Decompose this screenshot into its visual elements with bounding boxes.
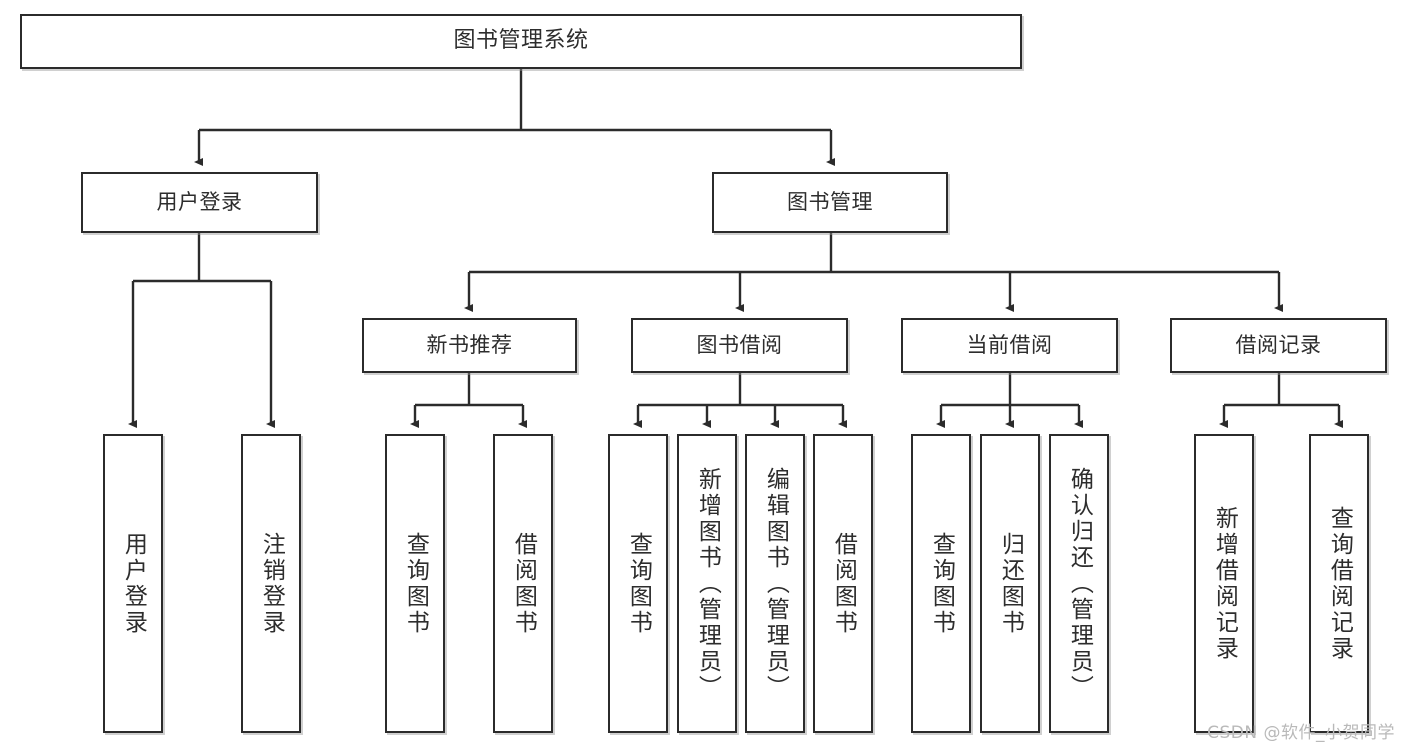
- leaf-recommend-query-book-label: 查询图书: [402, 531, 429, 636]
- node-user-login[interactable]: 用户登录: [81, 172, 318, 233]
- leaf-current-confirm-return-admin-label: 确认归还（管理员）: [1066, 466, 1093, 701]
- node-user-login-label: 用户登录: [156, 189, 243, 214]
- leaf-recommend-query-book[interactable]: 查询图书: [385, 434, 445, 733]
- leaf-record-query-record-label: 查询借阅记录: [1326, 505, 1353, 662]
- leaf-recommend-borrow-book-label: 借阅图书: [510, 531, 537, 636]
- leaf-borrow-borrow-book-label: 借阅图书: [830, 531, 857, 636]
- leaf-record-add-record-label: 新增借阅记录: [1211, 505, 1238, 662]
- leaf-user-login-login[interactable]: 用户登录: [103, 434, 163, 733]
- leaf-record-query-record[interactable]: 查询借阅记录: [1309, 434, 1369, 733]
- node-root-system[interactable]: 图书管理系统: [20, 14, 1022, 69]
- node-book-management-label: 图书管理: [787, 189, 873, 214]
- leaf-borrow-borrow-book[interactable]: 借阅图书: [813, 434, 873, 733]
- node-new-book-recommend[interactable]: 新书推荐: [362, 318, 577, 373]
- leaf-user-login-login-label: 用户登录: [120, 531, 147, 636]
- node-current-borrow[interactable]: 当前借阅: [901, 318, 1118, 373]
- leaf-current-return-book[interactable]: 归还图书: [980, 434, 1040, 733]
- leaf-recommend-borrow-book[interactable]: 借阅图书: [493, 434, 553, 733]
- leaf-user-login-logout[interactable]: 注销登录: [241, 434, 301, 733]
- leaf-borrow-edit-book-admin-label: 编辑图书（管理员）: [762, 466, 789, 701]
- node-new-book-recommend-label: 新书推荐: [426, 332, 513, 357]
- node-book-borrow-label: 图书借阅: [696, 332, 783, 357]
- leaf-current-return-book-label: 归还图书: [997, 531, 1024, 636]
- leaf-current-query-book[interactable]: 查询图书: [911, 434, 971, 733]
- leaf-borrow-query-book-label: 查询图书: [625, 531, 652, 636]
- leaf-borrow-add-book-admin-label: 新增图书（管理员）: [694, 466, 721, 701]
- node-root-system-label: 图书管理系统: [453, 28, 589, 54]
- node-book-management[interactable]: 图书管理: [712, 172, 948, 233]
- node-borrow-record[interactable]: 借阅记录: [1170, 318, 1387, 373]
- leaf-current-query-book-label: 查询图书: [928, 531, 955, 636]
- leaf-record-add-record[interactable]: 新增借阅记录: [1194, 434, 1254, 733]
- leaf-user-login-logout-label: 注销登录: [258, 531, 285, 636]
- node-book-borrow[interactable]: 图书借阅: [631, 318, 848, 373]
- leaf-current-confirm-return-admin[interactable]: 确认归还（管理员）: [1049, 434, 1109, 733]
- node-borrow-record-label: 借阅记录: [1235, 332, 1322, 357]
- leaf-borrow-edit-book-admin[interactable]: 编辑图书（管理员）: [745, 434, 805, 733]
- leaf-borrow-query-book[interactable]: 查询图书: [608, 434, 668, 733]
- watermark-text: CSDN @软件_小贺同学: [1207, 723, 1395, 743]
- node-current-borrow-label: 当前借阅: [966, 332, 1053, 357]
- leaf-borrow-add-book-admin[interactable]: 新增图书（管理员）: [677, 434, 737, 733]
